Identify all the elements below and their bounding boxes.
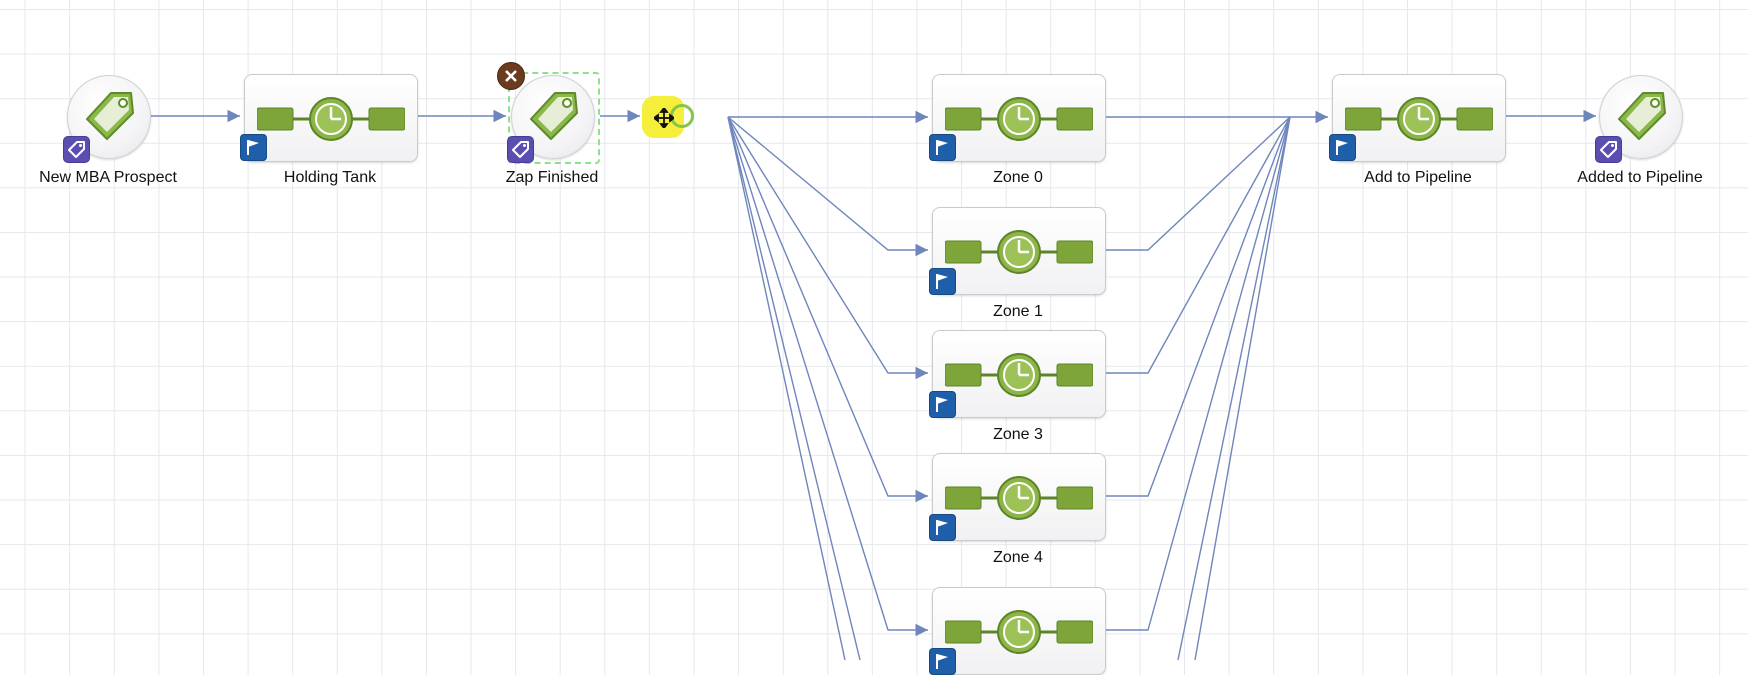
connector-line xyxy=(1105,116,1291,251)
split-node[interactable] xyxy=(642,96,702,138)
clock-sequence-icon xyxy=(945,610,1093,654)
connector-line xyxy=(727,116,846,660)
connector-line xyxy=(727,116,928,257)
node-label: Holding Tank xyxy=(283,169,377,186)
sequence-node-box[interactable] xyxy=(932,74,1106,162)
flag-icon xyxy=(929,134,956,161)
node-label: Add to Pipeline xyxy=(1364,169,1472,186)
flag-icon xyxy=(929,268,956,295)
flag-icon xyxy=(929,514,956,541)
clock-sequence-icon xyxy=(945,353,1093,397)
tag-icon xyxy=(530,92,578,140)
connector-line xyxy=(1105,116,1291,631)
sequence-node-box[interactable] xyxy=(244,74,418,162)
node-label: Zone 0 xyxy=(993,169,1043,186)
tag-node-circle[interactable] xyxy=(1599,75,1683,159)
sequence-node-box[interactable] xyxy=(932,453,1106,541)
node-label: Zone 4 xyxy=(993,549,1043,566)
tag-icon xyxy=(1618,92,1666,140)
flag-icon xyxy=(240,134,267,161)
selection-outline xyxy=(508,72,600,164)
connector-line xyxy=(1105,116,1291,374)
tag-badge-icon xyxy=(507,136,534,163)
flag-icon xyxy=(929,391,956,418)
tag-badge-icon xyxy=(63,136,90,163)
sequence-node-box[interactable] xyxy=(932,207,1106,295)
clock-sequence-icon xyxy=(945,230,1093,274)
tag-icon xyxy=(86,92,134,140)
clock-sequence-icon xyxy=(1345,97,1493,141)
close-icon[interactable] xyxy=(497,62,525,90)
connector-line xyxy=(727,116,928,380)
clock-sequence-icon xyxy=(945,476,1093,520)
sequence-node-box[interactable] xyxy=(1332,74,1506,162)
sequence-node-box[interactable] xyxy=(932,587,1106,675)
connector-line xyxy=(727,116,928,503)
clock-sequence-icon xyxy=(945,97,1093,141)
flag-icon xyxy=(929,648,956,675)
move-cursor-icon xyxy=(654,108,674,128)
node-label: New MBA Prospect xyxy=(39,169,177,186)
connector-line xyxy=(1177,116,1291,660)
flag-icon xyxy=(1329,134,1356,161)
node-label: Zone 1 xyxy=(993,303,1043,320)
node-label: Zap Finished xyxy=(505,169,599,186)
sequence-node-box[interactable] xyxy=(932,330,1106,418)
clock-sequence-icon xyxy=(257,97,405,141)
node-label: Zone 3 xyxy=(993,426,1043,443)
connector-line xyxy=(727,116,861,660)
connector-line xyxy=(1105,116,1291,497)
node-label: Added to Pipeline xyxy=(1577,169,1703,186)
connection-lines xyxy=(150,109,1596,660)
tag-badge-icon xyxy=(1595,136,1622,163)
connector-line xyxy=(727,116,928,637)
connector-line xyxy=(1194,116,1291,660)
